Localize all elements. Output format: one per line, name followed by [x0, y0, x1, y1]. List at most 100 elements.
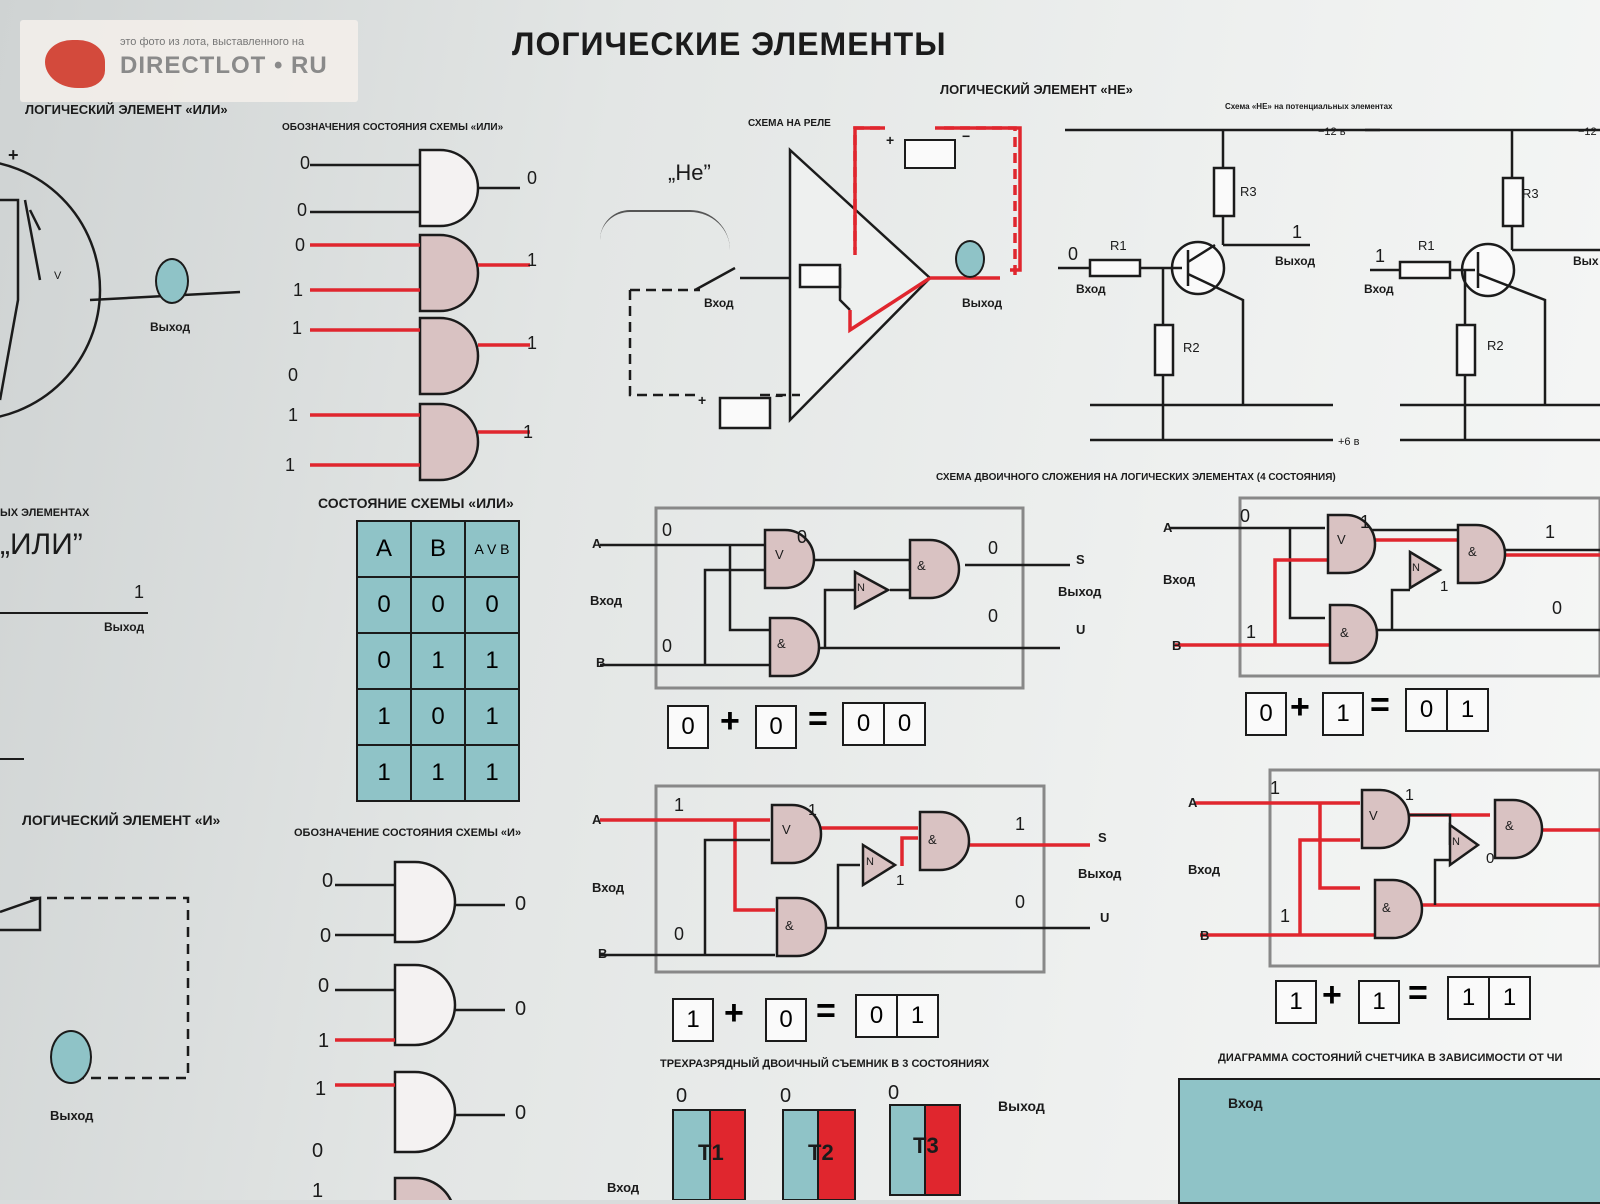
c2-out-label: Вых — [1573, 254, 1599, 268]
counter-t1: T1 — [698, 1140, 724, 1165]
or-potential-wire — [0, 612, 148, 614]
watermark-brand: DIRECTLOT • RU — [120, 52, 328, 79]
relay-title: СХЕМА НА РЕЛЕ — [748, 118, 831, 129]
adder1-not-sym: N — [857, 582, 865, 594]
adder1-u-label: U — [1076, 622, 1086, 637]
or-s3-in1: 1 — [288, 405, 299, 425]
adder3-s: 1 — [1015, 814, 1026, 834]
or-potential-out-label: Выход — [104, 620, 145, 634]
or-cell: 1 — [356, 688, 412, 746]
adder1-u: 0 — [988, 606, 999, 626]
or-circuit-wire — [0, 198, 20, 401]
diagram-title: ДИАГРАММА СОСТОЯНИЙ СЧЕТЧИКА В ЗАВИСИМОС… — [1218, 1052, 1563, 1064]
or-cell: 0 — [464, 576, 520, 634]
active-wires — [310, 126, 1022, 1087]
and-s1-out: 0 — [515, 998, 527, 1020]
eq2-plus-icon: + — [1290, 688, 1310, 726]
counter-input-label: Вход — [607, 1180, 640, 1195]
or-table-title: СОСТОЯНИЕ СХЕМЫ «ИЛИ» — [318, 495, 514, 511]
adder2-not-out: 1 — [1440, 578, 1449, 595]
adder4-or-out: 1 — [1405, 787, 1414, 804]
eq4-a: 1 — [1275, 980, 1317, 1024]
adder2-or-sym: V — [1337, 532, 1346, 547]
or-plus: + — [8, 145, 19, 165]
relay-lamp-icon — [955, 240, 985, 278]
or-states-title: ОБОЗНАЧЕНИЯ СОСТОЯНИЯ СХЕМЫ «ИЛИ» — [282, 122, 504, 133]
or-state-gates — [418, 148, 480, 482]
or-potential-wire-2 — [0, 758, 24, 760]
squirrel-logo-icon — [45, 40, 105, 88]
and-s0-in1: 0 — [322, 870, 334, 892]
and-s0-in2: 0 — [320, 925, 332, 947]
not-quote: „Не” — [668, 160, 711, 185]
adder4-not-out: 0 — [1486, 850, 1495, 867]
or-s2-in1: 1 — [292, 318, 303, 338]
eq2-r2: 1 — [1460, 696, 1475, 723]
relay-minus: − — [775, 388, 784, 404]
and-s2-in1: 1 — [315, 1078, 327, 1100]
adder4-and2-sym: & — [1505, 818, 1514, 833]
or-s1-out: 1 — [527, 250, 538, 270]
adder4-a-label: A — [1188, 795, 1198, 810]
adder1-or-out: 0 — [797, 527, 808, 547]
eq1-equals-icon: = — [808, 700, 828, 738]
r1-label-2: R1 — [1418, 238, 1435, 253]
eq1-r2: 0 — [897, 710, 912, 737]
adder3-or-sym: V — [782, 822, 791, 837]
and-s1-in2: 1 — [318, 1030, 330, 1052]
relay-plus-top: + — [886, 132, 895, 148]
or-th-a: A — [356, 520, 412, 578]
adder3-u: 0 — [1015, 892, 1026, 912]
c1-out-label: Выход — [1275, 254, 1316, 268]
or-cell: 1 — [464, 744, 520, 802]
eq4-plus-icon: + — [1322, 976, 1342, 1014]
eq4-equals-icon: = — [1408, 974, 1428, 1012]
or-switch-v: V — [54, 270, 62, 282]
and-s2-in2: 0 — [312, 1140, 324, 1162]
adder1-b-label: B — [596, 655, 606, 670]
r3-label-2: R3 — [1522, 186, 1539, 201]
counter-t2: T2 — [808, 1140, 834, 1165]
or-s3-in2: 1 — [285, 455, 296, 475]
eq1-a: 0 — [667, 705, 709, 749]
supply-top-2: −12 — [1578, 126, 1597, 138]
adder1-b: 0 — [662, 636, 673, 656]
eq4-b: 1 — [1358, 980, 1400, 1024]
adder3-or-out: 1 — [808, 802, 817, 819]
and-state-gates — [393, 860, 457, 1200]
hand-icon — [600, 210, 730, 267]
not-heading: ЛОГИЧЕСКИЙ ЭЛЕМЕНТ «НЕ» — [940, 82, 1133, 97]
adder4-a: 1 — [1270, 778, 1281, 798]
c1-in-label: Вход — [1076, 282, 1106, 296]
and-s0-out: 0 — [515, 893, 527, 915]
adder3-u-label: U — [1100, 910, 1110, 925]
adder4-input-label: Вход — [1188, 862, 1221, 877]
r2-label-2: R2 — [1487, 338, 1504, 353]
adder2-a: 0 — [1240, 506, 1251, 526]
or-cell: 1 — [464, 632, 520, 690]
or-s2-out: 1 — [527, 333, 538, 353]
adder3-a: 1 — [674, 795, 685, 815]
and-output-label: Выход — [50, 1108, 94, 1123]
counter-bit-1: 0 — [676, 1085, 688, 1107]
or-th-b: B — [410, 520, 466, 578]
c2-in: 1 — [1375, 246, 1386, 266]
eq3-equals-icon: = — [816, 992, 836, 1030]
or-s1-in2: 1 — [293, 280, 304, 300]
r1-label: R1 — [1110, 238, 1127, 253]
adder1-a-label: A — [592, 536, 602, 551]
or-output-label: Выход — [150, 320, 191, 334]
eq4-r2: 1 — [1502, 984, 1517, 1011]
adder4-and-sym: & — [1382, 900, 1391, 915]
adder2-b-label: B — [1172, 638, 1182, 653]
eq2-r1: 0 — [1407, 690, 1448, 730]
or-potential-out: 1 — [134, 582, 145, 602]
adder3-a-label: A — [592, 812, 602, 827]
adder2-and-sym: & — [1340, 625, 1349, 640]
or-s3-out: 1 — [523, 422, 534, 442]
